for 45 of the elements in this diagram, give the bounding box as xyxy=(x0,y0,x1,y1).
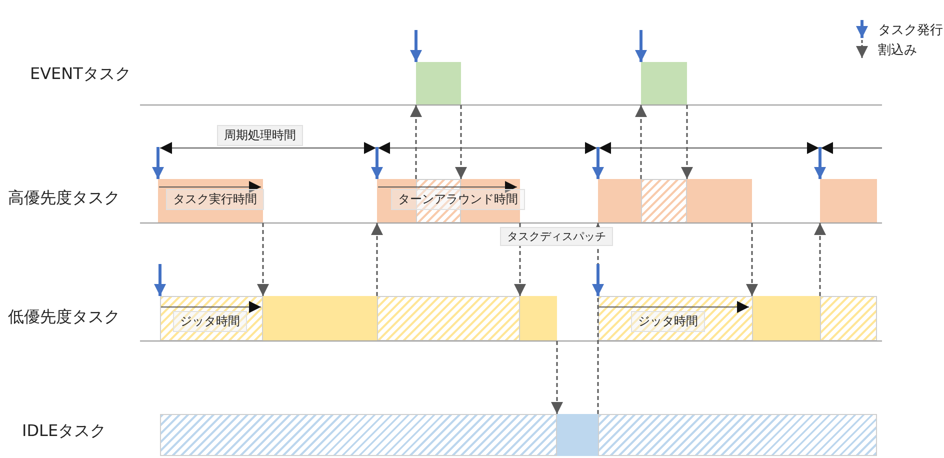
task-issue-arrow xyxy=(592,147,604,179)
task-issue-arrow xyxy=(635,30,647,62)
annotation-label: ジッタ時間 xyxy=(173,311,247,332)
hatched-bar xyxy=(377,296,520,341)
row-label: EVENTタスク xyxy=(30,64,131,85)
execution-bar xyxy=(598,179,641,223)
hatched-bar xyxy=(598,414,877,456)
interrupt-arrow xyxy=(635,105,647,179)
interrupt-arrow xyxy=(814,223,826,296)
hatched-bar xyxy=(160,414,557,456)
task-issue-arrow xyxy=(152,147,164,179)
interrupt-arrow xyxy=(371,223,383,296)
row-label: IDLEタスク xyxy=(22,421,106,442)
interrupt-arrow xyxy=(455,105,467,179)
row-label: 高優先度タスク xyxy=(8,188,120,209)
annotation-label: タスク実行時間 xyxy=(166,189,264,210)
hatched-bar xyxy=(641,179,687,223)
execution-bar xyxy=(520,296,557,341)
hatched-bar xyxy=(160,296,263,341)
execution-bar xyxy=(687,179,752,223)
task-issue-arrow xyxy=(410,30,422,62)
execution-bar xyxy=(820,179,877,223)
legend-label: タスク発行 xyxy=(878,22,943,39)
interrupt-arrow xyxy=(746,223,758,296)
execution-bar xyxy=(641,62,687,105)
execution-bar xyxy=(557,414,598,456)
interrupt-arrow xyxy=(257,223,269,296)
annotation-label: ジッタ時間 xyxy=(631,311,705,332)
execution-bar xyxy=(753,296,820,341)
hatched-bar xyxy=(598,296,753,341)
task-issue-arrow xyxy=(154,264,166,296)
interrupt-arrow xyxy=(681,105,693,179)
interrupt-arrow xyxy=(551,341,563,414)
task-issue-arrow xyxy=(371,147,383,179)
execution-bar xyxy=(158,179,263,223)
execution-bar xyxy=(416,62,461,105)
execution-bar xyxy=(263,296,377,341)
task-issue-arrow xyxy=(592,264,604,296)
task-issue-arrow xyxy=(814,147,826,179)
interrupt-arrow xyxy=(410,105,422,179)
hatched-bar xyxy=(820,296,877,341)
annotation-label: タスクディスパッチ xyxy=(500,227,613,246)
annotation-label: 周期処理時間 xyxy=(217,125,303,146)
row-label: 低優先度タスク xyxy=(8,307,120,328)
legend-label: 割込み xyxy=(878,42,917,59)
